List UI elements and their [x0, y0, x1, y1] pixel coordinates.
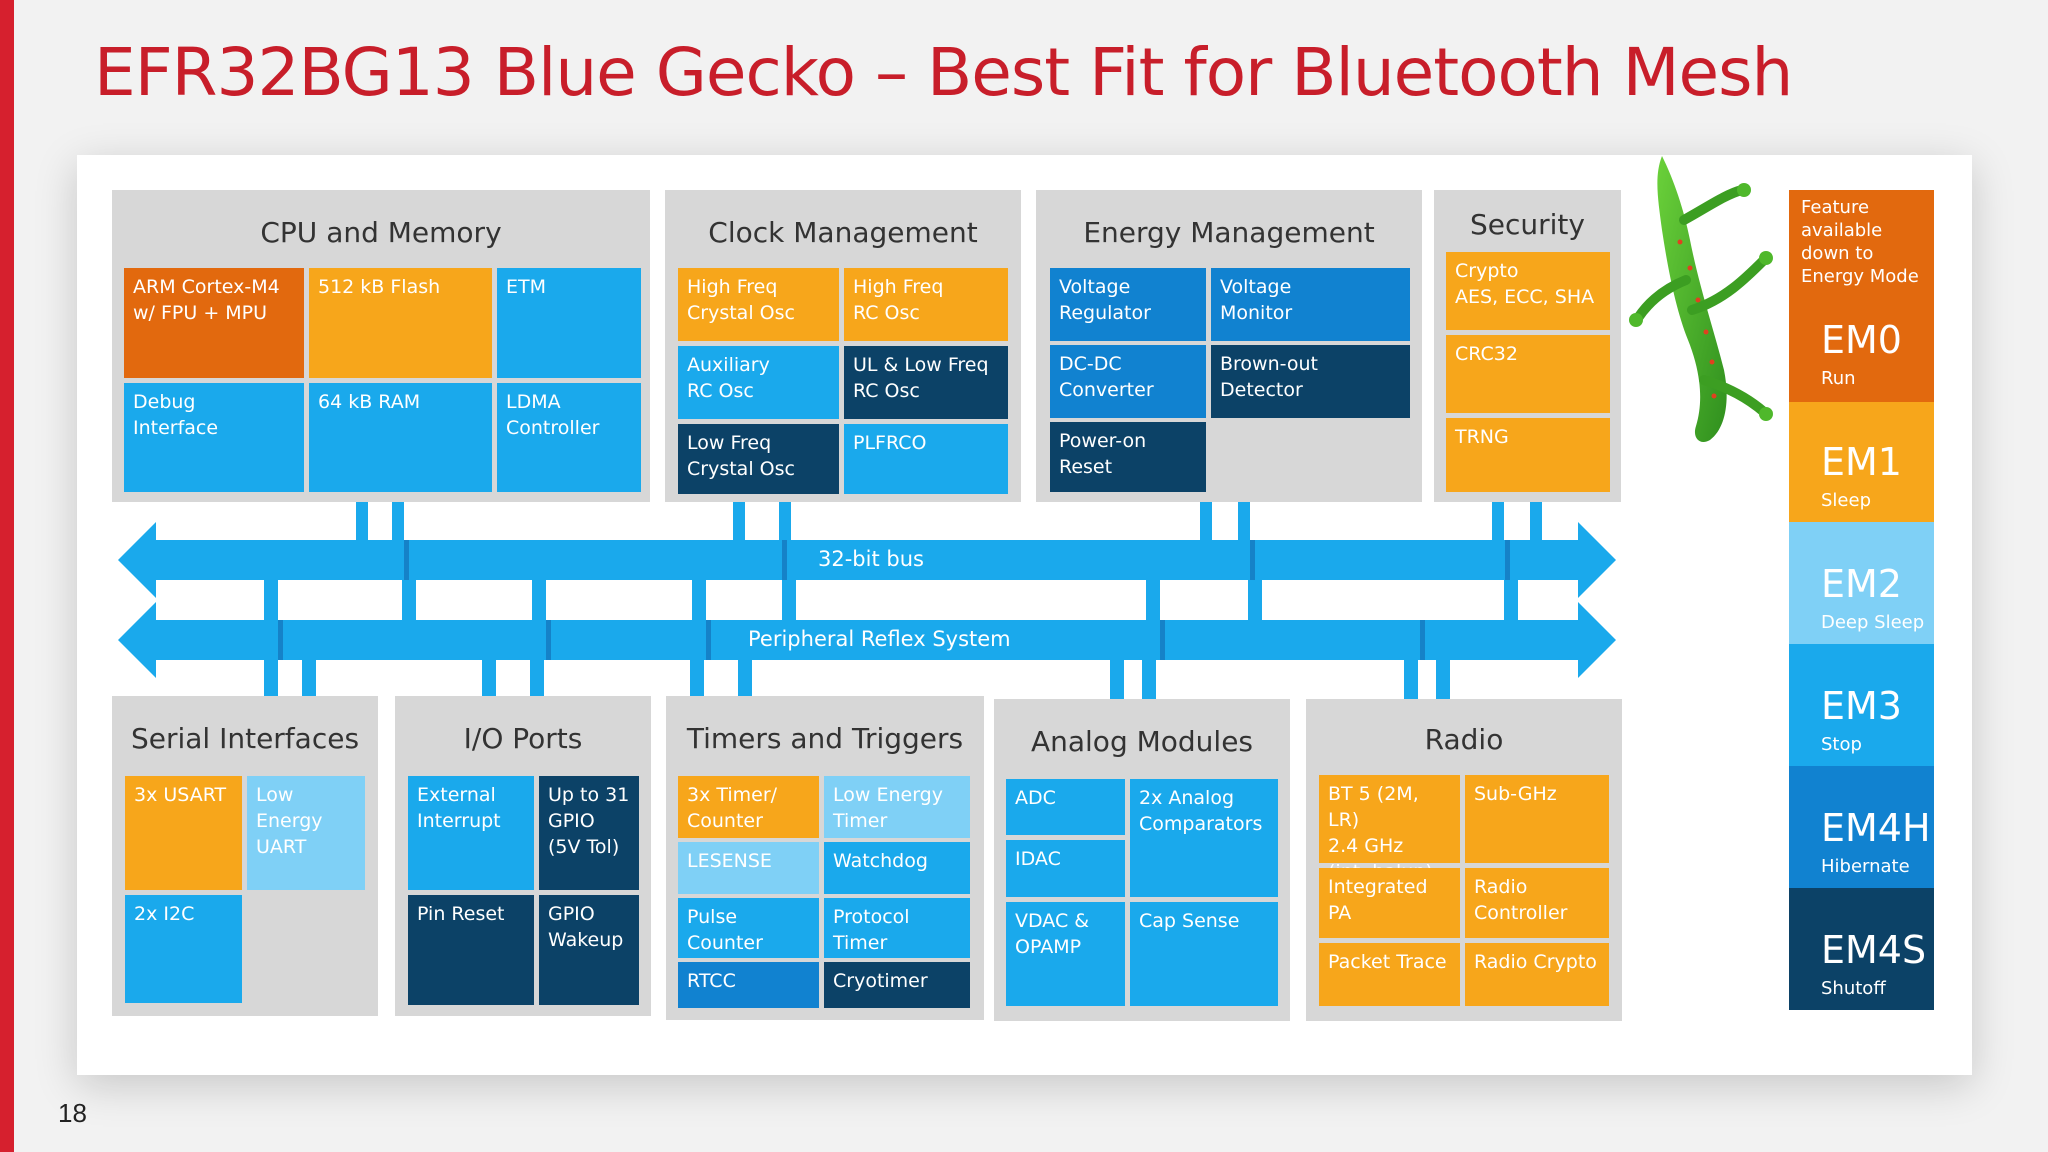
group-title: Security	[1470, 208, 1585, 241]
group-title: Radio	[1424, 723, 1504, 756]
em-header-text: Feature available down to Energy Mode	[1801, 197, 1919, 287]
cell-bt5: BT 5 (2M, LR) 2.4 GHz (int. balun)	[1319, 775, 1460, 883]
em4h-code: EM4H	[1821, 806, 1931, 850]
bus-32bit-arrow	[118, 522, 1616, 598]
em4h-band: EM4H Hibernate	[1789, 766, 1934, 888]
cell-power-on-reset: Power-on Reset	[1050, 422, 1206, 492]
cell-ram: 64 kB RAM	[309, 383, 492, 492]
group-title: Analog Modules	[1030, 725, 1254, 758]
group-cpu-memory: CPU and Memory ARM Cortex-M4 w/ FPU + MP…	[112, 190, 650, 502]
cell-flash: 512 kB Flash	[309, 268, 492, 378]
cell-gpio-wakeup: GPIO Wakeup	[539, 895, 639, 1005]
cell-gpio: Up to 31 GPIO (5V Tol)	[539, 776, 639, 890]
group-title: Energy Management	[1083, 216, 1375, 249]
cell-radio-crypto: Radio Crypto	[1465, 943, 1609, 1006]
group-security: Security Crypto AES, ECC, SHA CRC32 TRNG	[1434, 190, 1621, 502]
group-io-ports: I/O Ports External Interrupt Up to 31 GP…	[395, 696, 651, 1016]
cell-lf-crystal: Low Freq Crystal Osc	[678, 424, 839, 494]
group-analog-modules: Analog Modules ADC 2x Analog Comparators…	[994, 699, 1290, 1021]
cell-plfrco: PLFRCO	[844, 424, 1008, 494]
cell-hf-crystal: High Freq Crystal Osc	[678, 268, 839, 341]
cell-debug: Debug Interface	[124, 383, 304, 492]
cell-pulse-counter: Pulse Counter	[678, 898, 819, 958]
cell-le-timer: Low Energy Timer	[824, 776, 970, 838]
cell-voltage-monitor: Voltage Monitor	[1211, 268, 1410, 341]
cell-aux-rc: Auxiliary RC Osc	[678, 346, 839, 419]
bus-prs-label: Peripheral Reflex System	[748, 627, 1011, 651]
em3-code: EM3	[1821, 684, 1902, 728]
cell-idac: IDAC	[1006, 840, 1125, 897]
cell-packet-trace: Packet Trace	[1319, 943, 1460, 1006]
em0-name: Run	[1821, 368, 1856, 389]
em3-name: Stop	[1821, 734, 1862, 755]
cell-trng: TRNG	[1446, 418, 1610, 492]
group-title: I/O Ports	[463, 722, 583, 755]
em4s-code: EM4S	[1821, 928, 1927, 972]
cell-analog-comparators: 2x Analog Comparators	[1130, 779, 1278, 897]
bus-32bit-label: 32-bit bus	[818, 547, 924, 571]
cell-ext-interrupt: External Interrupt	[408, 776, 534, 890]
cell-brownout: Brown-out Detector	[1211, 345, 1410, 418]
cell-radio-controller: Radio Controller	[1465, 868, 1609, 938]
cell-ldma: LDMA Controller	[497, 383, 641, 492]
em0-code: EM0	[1821, 318, 1902, 362]
em3-band: EM3 Stop	[1789, 644, 1934, 766]
em2-band: EM2 Deep Sleep	[1789, 522, 1934, 644]
cell-pin-reset: Pin Reset	[408, 895, 534, 1005]
bus-prs-arrow	[118, 602, 1616, 678]
em4s-name: Shutoff	[1821, 978, 1886, 999]
em1-code: EM1	[1821, 440, 1902, 484]
em-header: Feature available down to Energy Mode EM…	[1789, 190, 1934, 402]
gecko-illustration	[1629, 156, 1773, 443]
group-clock-management: Clock Management High Freq Crystal Osc H…	[665, 190, 1021, 502]
cell-i2c: 2x I2C	[125, 895, 242, 1003]
cell-watchdog: Watchdog	[824, 842, 970, 894]
cell-voltage-regulator: Voltage Regulator	[1050, 268, 1206, 341]
em2-code: EM2	[1821, 562, 1902, 606]
page-number: 18	[58, 1098, 87, 1128]
group-title: Serial Interfaces	[130, 722, 360, 755]
group-title: Clock Management	[708, 216, 978, 249]
slide-title: EFR32BG13 Blue Gecko – Best Fit for Blue…	[94, 34, 1793, 111]
group-serial-interfaces: Serial Interfaces 3x USART Low Energy UA…	[112, 696, 378, 1016]
cell-rtcc: RTCC	[678, 962, 819, 1008]
cell-le-uart: Low Energy UART	[247, 776, 365, 890]
accent-bar	[0, 0, 14, 1152]
cell-etm: ETM	[497, 268, 641, 378]
cell-crc32: CRC32	[1446, 335, 1610, 413]
cell-dcdc: DC-DC Converter	[1050, 345, 1206, 418]
em2-name: Deep Sleep	[1821, 612, 1925, 633]
em1-band: EM1 Sleep	[1789, 402, 1934, 522]
cell-integrated-pa: Integrated PA	[1319, 868, 1460, 938]
cell-timer-counter: 3x Timer/ Counter	[678, 776, 819, 838]
group-title: Timers and Triggers	[686, 722, 964, 755]
cell-usart: 3x USART	[125, 776, 242, 890]
group-energy-management: Energy Management Voltage Regulator Volt…	[1036, 190, 1422, 502]
em4h-name: Hibernate	[1821, 856, 1910, 877]
cell-lesense: LESENSE	[678, 842, 819, 894]
cell-vdac-opamp: VDAC & OPAMP	[1006, 902, 1125, 1006]
group-timers-triggers: Timers and Triggers 3x Timer/ Counter Lo…	[666, 696, 984, 1020]
cell-sub-ghz: Sub-GHz	[1465, 775, 1609, 863]
group-title: CPU and Memory	[260, 216, 502, 249]
group-radio: Radio BT 5 (2M, LR) 2.4 GHz (int. balun)…	[1306, 699, 1622, 1021]
cell-cap-sense: Cap Sense	[1130, 902, 1278, 1006]
cell-hf-rc: High Freq RC Osc	[844, 268, 1008, 341]
em1-name: Sleep	[1821, 490, 1872, 511]
cell-cryotimer: Cryotimer	[824, 962, 970, 1008]
cell-crypto: Crypto AES, ECC, SHA	[1446, 252, 1610, 330]
bus-connectors	[264, 500, 1542, 700]
cell-arm-cortex: ARM Cortex-M4 w/ FPU + MPU	[124, 268, 304, 378]
cell-adc: ADC	[1006, 779, 1125, 835]
cell-protocol-timer: Protocol Timer	[824, 898, 970, 958]
em4s-band: EM4S Shutoff	[1789, 888, 1934, 1010]
cell-ul-lf-rc: UL & Low Freq RC Osc	[844, 346, 1008, 419]
